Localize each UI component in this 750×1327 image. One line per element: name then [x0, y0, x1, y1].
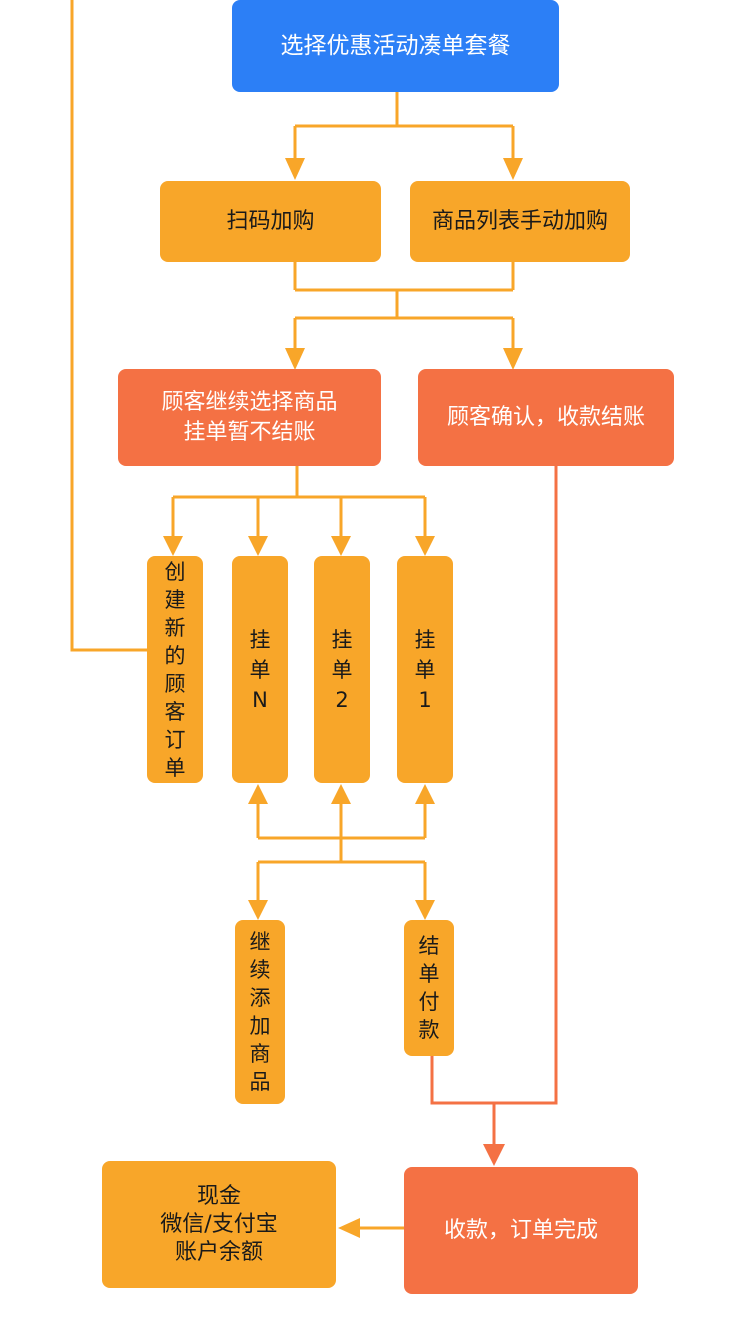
list-node: 商品列表手动加购 — [410, 181, 630, 262]
loop-line — [70, 0, 147, 652]
confirm-node: 顾客确认，收款结账 — [418, 369, 674, 466]
hang-n-node: 挂单N — [232, 556, 288, 783]
scan-node: 扫码加购 — [160, 181, 381, 262]
settle-node: 结单付款 — [404, 920, 454, 1056]
hang-2-node: 挂单2 — [314, 556, 370, 783]
continue-node: 继续添加商品 — [235, 920, 285, 1104]
payment-methods-node: 现金 微信/支付宝 账户余额 — [102, 1161, 336, 1288]
hang-1-node: 挂单1 — [397, 556, 453, 783]
new-order-node: 创建新的顾客订单 — [147, 556, 203, 783]
start-node: 选择优惠活动凑单套餐 — [232, 0, 559, 92]
complete-node: 收款，订单完成 — [404, 1167, 638, 1294]
hold-node: 顾客继续选择商品 挂单暂不结账 — [118, 369, 381, 466]
